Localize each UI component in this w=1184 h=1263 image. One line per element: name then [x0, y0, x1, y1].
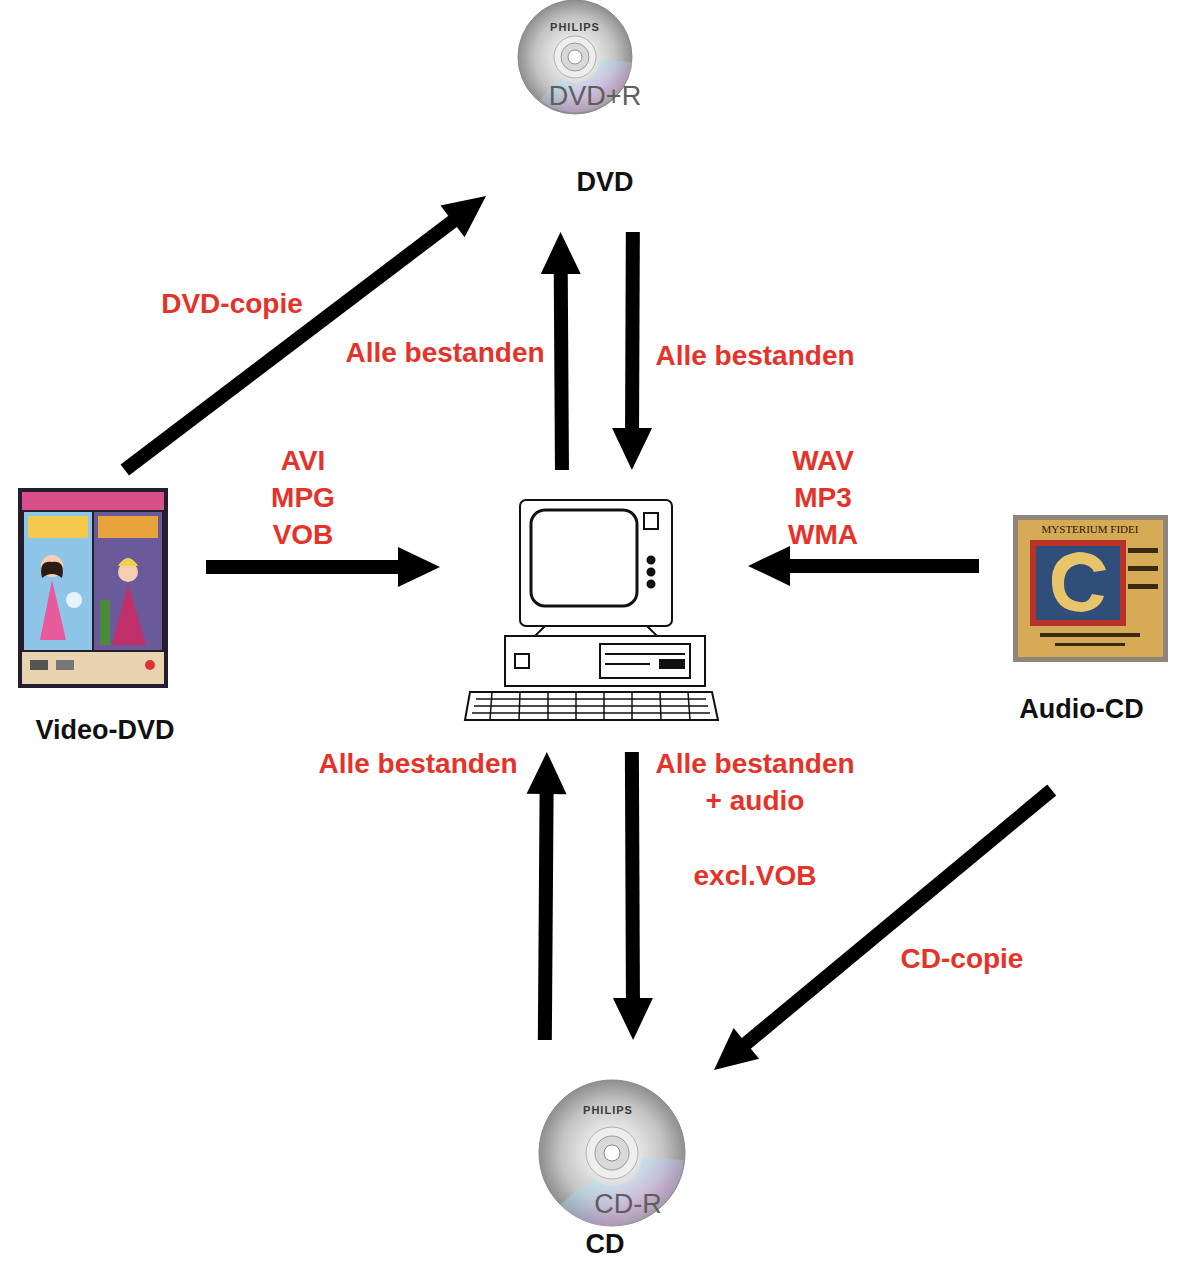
arrow-head — [527, 752, 567, 794]
arrow-shaft — [625, 232, 640, 434]
arrow-head — [613, 998, 653, 1040]
node-label: DVD — [486, 166, 724, 198]
edge-label-anchor: CD-copie — [901, 940, 1024, 977]
edge-label: WAV MP3 WMA — [778, 442, 868, 553]
arrow-head — [398, 547, 440, 587]
arrow-connector — [527, 752, 567, 1040]
arrow-head — [440, 196, 486, 237]
audio-cd-case — [1013, 515, 1168, 662]
node-label: CD — [496, 1228, 714, 1260]
arrow-connector — [541, 232, 581, 470]
arrow-shaft — [545, 788, 547, 1040]
disc-type: DVD+R — [549, 81, 641, 111]
cd-disc — [539, 1080, 685, 1226]
edge-label-anchor: AVI MPG VOB — [258, 442, 348, 553]
brand-label: PHILIPS — [583, 1104, 633, 1117]
image-node: Video-DVD — [4, 470, 206, 750]
node-label: Video-DVD — [4, 714, 206, 746]
brand-label: PHILIPS — [550, 21, 600, 34]
disc-type-anchor: CD-R — [594, 1189, 662, 1219]
arrow-shaft — [561, 268, 562, 470]
edge-label-anchor: Alle bestanden + audio — [648, 745, 863, 819]
album-title: MYSTERIUM FIDEI — [1042, 523, 1139, 536]
arrow-shaft — [632, 752, 633, 1004]
edge-label: Alle bestanden — [318, 745, 517, 782]
image-node: DVD — [486, 0, 724, 232]
edge-label-anchor: DVD-copie — [161, 285, 303, 322]
image-node — [440, 470, 748, 752]
arrow-head — [748, 546, 790, 586]
arrow-connector — [206, 547, 440, 587]
arrow-head — [612, 428, 652, 470]
disc-type: CD-R — [594, 1189, 662, 1219]
edge-label: DVD-copie — [161, 285, 303, 322]
edge-label-anchor: WAV MP3 WMA — [778, 442, 868, 553]
edge-label: Alle bestanden — [655, 337, 854, 374]
edge-label: AVI MPG VOB — [258, 442, 348, 553]
brand-label-anchor: PHILIPS — [583, 1104, 633, 1117]
arrow-shaft — [206, 560, 404, 574]
arrow-connector — [613, 752, 653, 1040]
arrow-head — [541, 232, 581, 274]
edge-label: Alle bestanden — [345, 334, 544, 371]
edge-label: Alle bestanden + audio — [648, 745, 863, 819]
edge-label: CD-copie — [901, 940, 1024, 977]
arrow-connector — [612, 232, 652, 470]
image-node: CD — [496, 1040, 714, 1263]
video-dvd-case — [18, 488, 168, 688]
note-label-anchor: excl.VOB — [694, 857, 817, 894]
edge-label-anchor: Alle bestanden — [318, 745, 517, 782]
note-label: excl.VOB — [694, 857, 817, 894]
image-node: Audio-CD — [979, 500, 1184, 790]
album-title-anchor: MYSTERIUM FIDEI — [1042, 523, 1139, 536]
arrow-head — [714, 1028, 759, 1070]
edge-label-anchor: Alle bestanden — [655, 337, 854, 374]
arrow-shaft — [741, 790, 1051, 1047]
computer-drawing — [465, 500, 718, 720]
arrow-shaft — [784, 559, 979, 573]
node-label: Audio-CD — [979, 693, 1184, 725]
disc-type-anchor: DVD+R — [549, 81, 641, 111]
arrow-connector — [125, 196, 486, 470]
arrow-connector — [748, 546, 979, 586]
edge-label-anchor: Alle bestanden — [345, 334, 544, 371]
brand-label-anchor: PHILIPS — [550, 21, 600, 34]
arrow-connector — [714, 790, 1052, 1070]
